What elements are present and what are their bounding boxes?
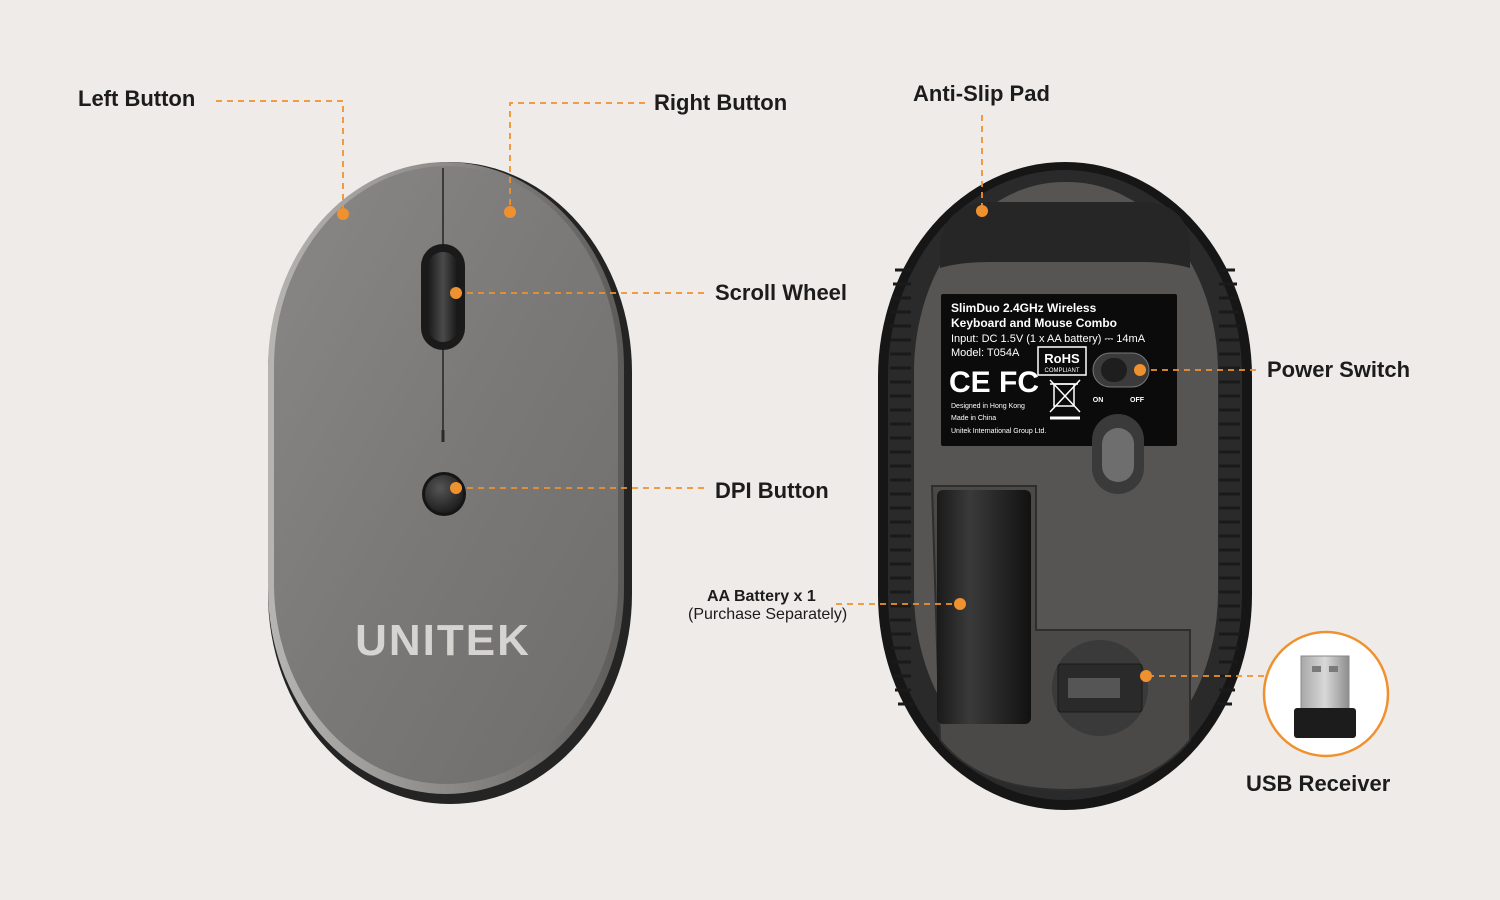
product-sticker <box>941 294 1177 446</box>
right-button-dot <box>504 206 516 218</box>
battery-label: AA Battery x 1 <box>707 588 816 605</box>
usb-connector <box>1300 655 1350 711</box>
usb-connector-hole <box>1329 666 1338 672</box>
battery-dot <box>954 598 966 610</box>
callout-dots <box>337 205 1152 682</box>
anti-slip-pad-label: Anti-Slip Pad <box>913 81 1050 106</box>
scroll-wheel[interactable] <box>428 252 458 342</box>
left-button-dot <box>337 208 349 220</box>
dpi-button-dot <box>450 482 462 494</box>
scroll-wheel-label: Scroll Wheel <box>715 280 848 305</box>
switch-off-label: OFF <box>1130 397 1145 404</box>
usb-receiver-dot <box>1140 670 1152 682</box>
callout-lines <box>216 100 1264 677</box>
sticker-made: Made in China <box>951 415 996 422</box>
sticker-line-3: Input: DC 1.5V (1 x AA battery) ⎓ 14mA <box>951 333 1146 345</box>
mouse-top-view: UNITEK <box>268 162 632 804</box>
dpi-button-label: DPI Button <box>715 478 829 503</box>
right-button-label: Right Button <box>654 90 788 115</box>
ce-fcc-mark: CE FC <box>949 366 1039 399</box>
power-switch[interactable] <box>1101 358 1127 382</box>
dpi-button[interactable] <box>425 475 463 513</box>
usb-receiver-label: USB Receiver <box>1246 771 1391 796</box>
switch-on-label: ON <box>1093 397 1104 404</box>
power-switch-dot <box>1134 364 1146 376</box>
scroll-wheel-dot <box>450 287 462 299</box>
rohs-badge <box>1037 346 1087 376</box>
right-button-leader <box>509 102 645 210</box>
aa-battery <box>937 490 1031 724</box>
usb-receiver-callout <box>1262 630 1390 758</box>
left-button-label: Left Button <box>78 86 196 111</box>
rohs-sub-text: COMPLIANT <box>1044 368 1079 374</box>
sticker-line-4: Model: T054A <box>951 347 1020 359</box>
unitek-logo: UNITEK <box>355 616 531 665</box>
optical-sensor-lens <box>1102 428 1134 482</box>
anti-slip-pad <box>940 202 1190 268</box>
sticker-designed: Designed in Hong Kong <box>951 403 1025 410</box>
left-button-leader <box>216 100 344 212</box>
sticker-line-2: Keyboard and Mouse Combo <box>951 316 1117 330</box>
rohs-text: RoHS <box>1044 351 1080 366</box>
sticker-line-1: SlimDuo 2.4GHz Wireless <box>951 301 1097 315</box>
battery-note-label: (Purchase Separately) <box>688 606 848 623</box>
receiver-slot-contact <box>1068 678 1120 698</box>
mouse-bottom-view: SlimDuo 2.4GHz Wireless Keyboard and Mou… <box>878 162 1252 810</box>
grip-ribs-left <box>890 268 913 706</box>
weee-bin-icon <box>1049 379 1081 420</box>
power-switch-label: Power Switch <box>1267 357 1411 382</box>
anti-slip-pad-dot <box>976 205 988 217</box>
usb-connector-hole <box>1312 666 1321 672</box>
sticker-company: Unitek International Group Ltd. <box>951 428 1046 435</box>
usb-receiver-body <box>1294 708 1356 738</box>
